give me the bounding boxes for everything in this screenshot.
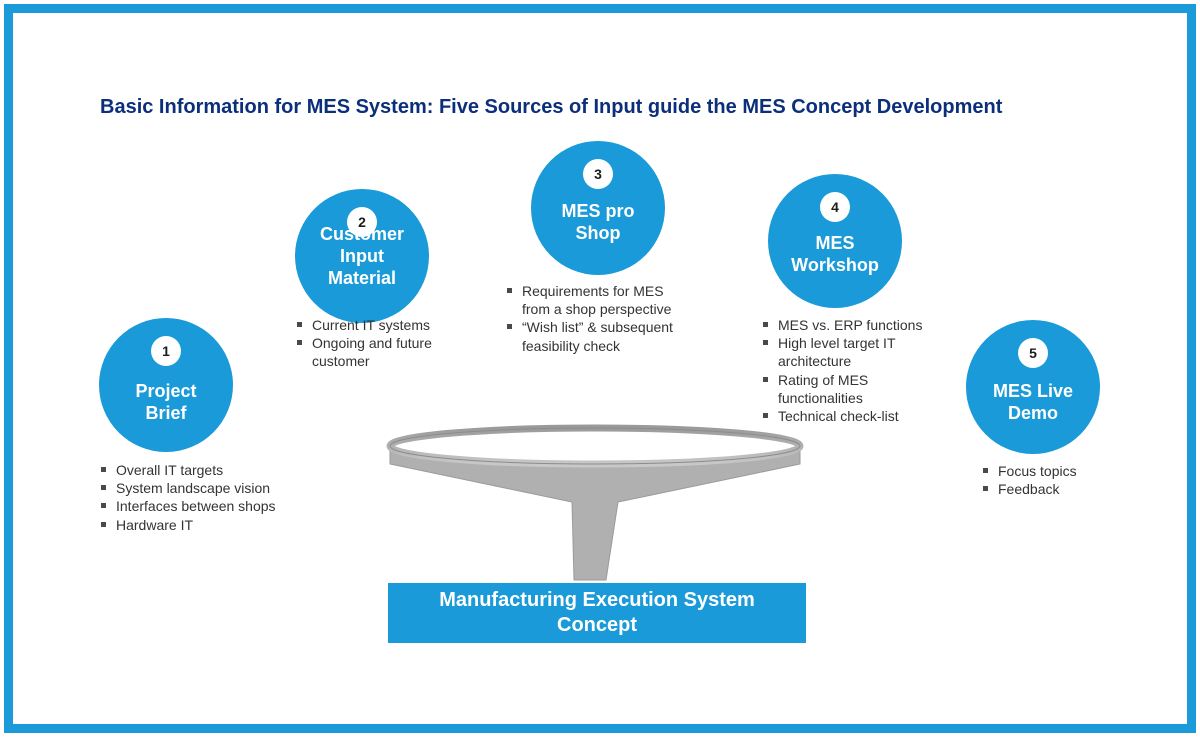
source-bullets-customer-input-material: Current IT systems Ongoing and future cu… <box>296 316 471 371</box>
source-bullets-mes-workshop: MES vs. ERP functions High level target … <box>762 316 947 425</box>
source-label: Project Brief <box>135 381 197 423</box>
funnel-opening <box>391 430 799 462</box>
list-item: MES vs. ERP functions <box>762 316 947 334</box>
list-item: Hardware IT <box>100 516 330 534</box>
source-label: Customer Input Material <box>319 224 404 288</box>
list-item: Focus topics <box>982 462 1112 480</box>
source-circle-project-brief: 1 Project Brief <box>99 318 233 452</box>
list-item: Overall IT targets <box>100 461 330 479</box>
list-item: High level target IT architecture <box>762 334 947 370</box>
funnel-cone <box>389 447 801 581</box>
funnel-graphic <box>386 424 804 581</box>
source-number-badge: 1 <box>151 336 181 366</box>
source-circle-customer-input-material: 2 Customer Input Material <box>295 189 429 323</box>
source-bullets-project-brief: Overall IT targets System landscape visi… <box>100 461 330 534</box>
source-number-badge: 4 <box>820 192 850 222</box>
source-number-badge: 2 <box>347 207 377 237</box>
list-item: Interfaces between shops <box>100 497 330 515</box>
list-item: System landscape vision <box>100 479 330 497</box>
source-bullets-mes-live-demo: Focus topics Feedback <box>982 462 1112 498</box>
list-item: “Wish list” & subsequent feasibility che… <box>506 318 691 354</box>
list-item: Rating of MES functionalities <box>762 371 947 407</box>
source-bullets-mes-pro-shop: Requirements for MES from a shop perspec… <box>506 282 691 355</box>
source-label: MES pro Shop <box>561 201 635 243</box>
source-circle-mes-pro-shop: 3 MES pro Shop <box>531 141 665 275</box>
source-circle-mes-workshop: 4 MES Workshop <box>768 174 902 308</box>
list-item: Ongoing and future customer <box>296 334 471 370</box>
list-item: Current IT systems <box>296 316 471 334</box>
source-circle-mes-live-demo: 5 MES Live Demo <box>966 320 1100 454</box>
source-label: MES Live Demo <box>992 381 1074 423</box>
source-label: MES Workshop <box>791 233 879 275</box>
mes-concept-box: Manufacturing Execution System Concept <box>388 583 806 643</box>
slide-title: Basic Information for MES System: Five S… <box>100 96 1003 118</box>
list-item: Technical check-list <box>762 407 947 425</box>
list-item: Feedback <box>982 480 1112 498</box>
list-item: Requirements for MES from a shop perspec… <box>506 282 691 318</box>
source-number-badge: 5 <box>1018 338 1048 368</box>
source-number-badge: 3 <box>583 159 613 189</box>
